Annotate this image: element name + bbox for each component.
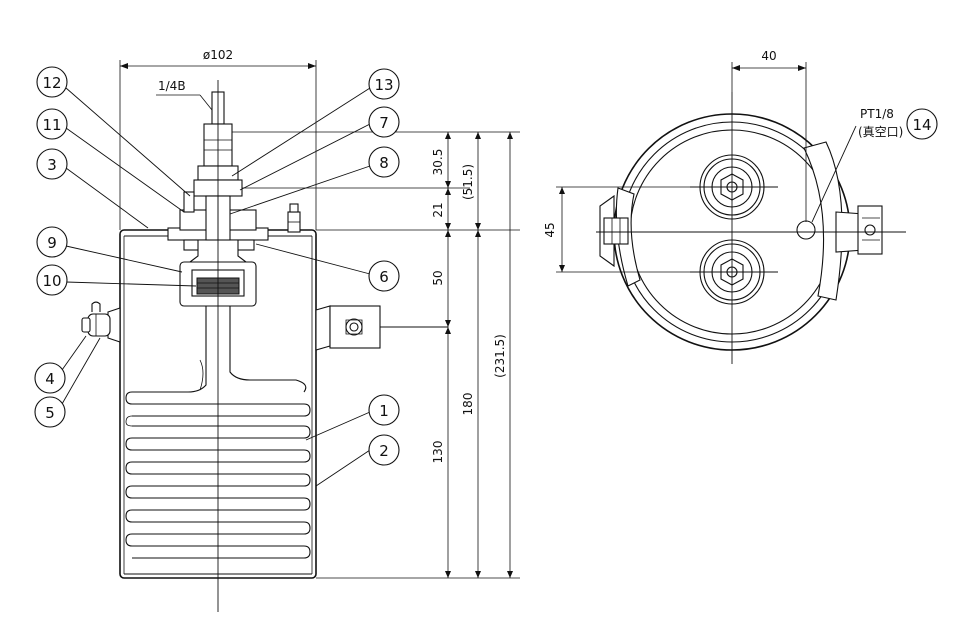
svg-text:12: 12 [42,74,61,92]
pitch-label: 45 [543,222,557,237]
svg-text:4: 4 [45,370,55,388]
svg-text:6: 6 [379,268,389,286]
svg-text:5: 5 [45,404,55,422]
balloon-6: 6 [368,260,400,292]
dim-30-5: 30.5 [431,149,445,176]
side-leaders [61,87,371,487]
svg-text:14: 14 [912,116,931,134]
height-dimensions: 30.5 21 50 130 (51.5) 180 (231.5) [232,131,520,579]
balloon-1: 1 [368,394,400,426]
balloon-3: 3 [36,148,68,180]
balloon-8: 8 [368,146,400,178]
port-label: PT1/8 [860,107,894,121]
svg-text:10: 10 [42,272,61,290]
balloon-4: 4 [34,362,66,394]
lid-bolts [183,191,301,233]
balloon-14: 14 [906,108,938,140]
dim-231-5: (231.5) [493,334,507,378]
svg-text:9: 9 [47,234,57,252]
balloon-9: 9 [36,226,68,258]
port-callout: PT1/8 (真空口) [811,107,903,223]
right-clamp [315,305,381,351]
dim-51-5: (51.5) [461,164,475,200]
width-dimension: 40 [731,49,807,222]
svg-text:3: 3 [47,156,57,174]
balloon-5: 5 [34,396,66,428]
thread-callout: 1/4B [156,79,213,111]
balloon-12: 12 [36,66,68,98]
balloon-13: 13 [368,68,400,100]
svg-text:8: 8 [379,154,389,172]
svg-text:1: 1 [379,402,389,420]
svg-text:7: 7 [379,114,389,132]
port-note: (真空口) [858,125,903,139]
balloon-11: 11 [36,108,68,140]
diameter-dimension: ø102 [119,48,317,230]
dim-21: 21 [431,202,445,217]
svg-text:13: 13 [374,76,393,94]
dim-50: 50 [431,270,445,285]
balloon-7: 7 [368,106,400,138]
vacuum-port [796,220,816,240]
balloon-2: 2 [368,434,400,466]
right-clamp-band [803,141,843,301]
thread-label: 1/4B [158,79,186,93]
left-clamp-screw [599,194,629,268]
cooling-coil [125,306,311,559]
balloon-10: 10 [36,264,68,296]
pitch-dimension: 45 [543,186,690,273]
svg-text:11: 11 [42,116,61,134]
dim-180: 180 [461,393,475,416]
diameter-label: ø102 [203,48,233,62]
right-clamp-screw [835,205,883,255]
left-clamp [81,301,121,343]
side-view: ø102 1/4B 30.5 21 50 130 (51.5) [34,48,520,612]
svg-text:2: 2 [379,442,389,460]
dim-130: 130 [431,441,445,464]
top-view: 40 45 PT1/8 (真空口) 14 [543,49,938,364]
width-label: 40 [761,49,776,63]
